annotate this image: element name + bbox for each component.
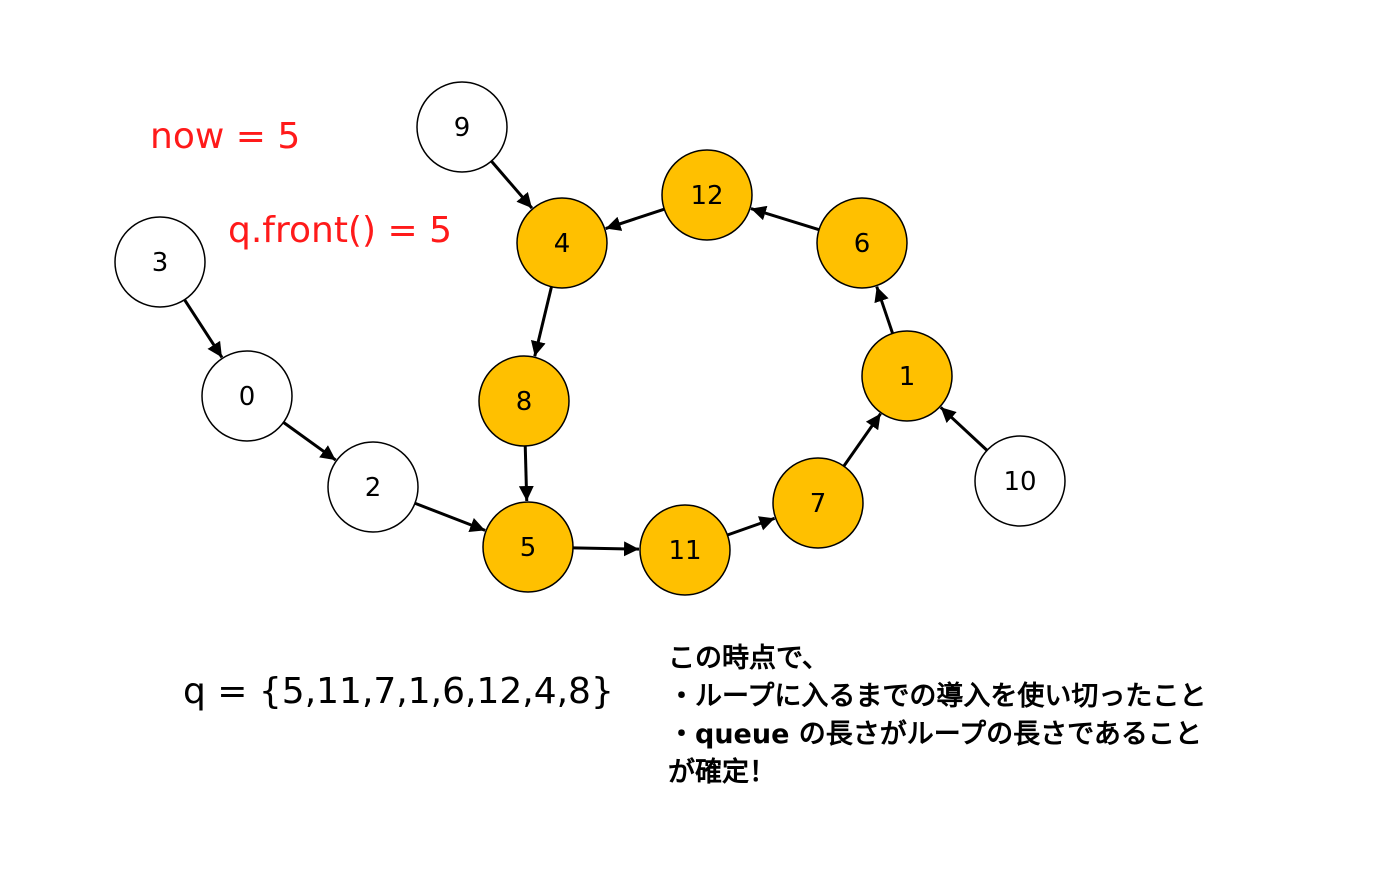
node-label: 4 xyxy=(554,229,571,259)
note-line: ・queue の長さがループの長さであること xyxy=(668,719,1202,750)
node-circle xyxy=(327,441,419,533)
note-line: この時点で、 xyxy=(668,643,829,674)
edge-10-to-1 xyxy=(939,406,989,452)
node-label: 0 xyxy=(239,382,256,412)
node-1: 1 xyxy=(861,330,953,422)
node-0: 0 xyxy=(201,350,293,442)
edge-1-to-6 xyxy=(874,286,894,334)
edge-6-to-12 xyxy=(750,205,820,232)
edges xyxy=(183,160,989,557)
node-circle xyxy=(772,457,864,549)
edge-5-to-11 xyxy=(572,541,640,557)
node-11: 11 xyxy=(639,504,731,596)
nodes: 3 0 2 9 10 5 11 7 1 6 12 4 8 xyxy=(114,81,1066,596)
node-5: 5 xyxy=(482,501,574,593)
node-circle xyxy=(114,216,206,308)
node-circle xyxy=(816,197,908,289)
note-line: ・ループに入るまでの導入を使い切ったこと xyxy=(668,681,1207,712)
edge-0-to-2 xyxy=(282,421,337,462)
node-label: 12 xyxy=(690,181,723,211)
edge-8-to-5 xyxy=(518,445,534,502)
node-circle xyxy=(661,149,753,241)
node-circle xyxy=(516,197,608,289)
node-circle xyxy=(639,504,731,596)
node-label: 3 xyxy=(152,248,169,278)
node-circle xyxy=(416,81,508,173)
node-10: 10 xyxy=(974,435,1066,527)
node-circle xyxy=(482,501,574,593)
node-circle xyxy=(201,350,293,442)
node-label: 2 xyxy=(365,473,382,503)
node-label: 6 xyxy=(854,229,871,259)
edge-9-to-4 xyxy=(490,160,534,210)
node-4: 4 xyxy=(516,197,608,289)
node-label: 8 xyxy=(516,387,533,417)
edge-7-to-1 xyxy=(842,412,882,468)
node-circle xyxy=(861,330,953,422)
queue-front-label: q.front() = 5 xyxy=(228,210,452,251)
node-2: 2 xyxy=(327,441,419,533)
edge-4-to-8 xyxy=(530,286,553,357)
explanation-note: この時点で、 ・ループに入るまでの導入を使い切ったこと ・queue の長さがル… xyxy=(668,640,1206,792)
node-6: 6 xyxy=(816,197,908,289)
node-label: 10 xyxy=(1003,467,1036,497)
node-circle xyxy=(478,355,570,447)
node-3: 3 xyxy=(114,216,206,308)
node-circle xyxy=(974,435,1066,527)
node-label: 9 xyxy=(454,113,471,143)
edge-12-to-4 xyxy=(605,207,665,231)
node-9: 9 xyxy=(416,81,508,173)
edge-3-to-0 xyxy=(183,298,224,359)
edge-11-to-7 xyxy=(726,516,776,537)
node-label: 11 xyxy=(668,536,701,566)
node-label: 1 xyxy=(899,362,916,392)
node-label: 7 xyxy=(810,489,827,519)
now-label: now = 5 xyxy=(150,116,301,157)
note-line: が確定！ xyxy=(668,757,776,788)
node-7: 7 xyxy=(772,457,864,549)
node-12: 12 xyxy=(661,149,753,241)
node-label: 5 xyxy=(520,533,537,563)
queue-contents-label: q = {5,11,7,1,6,12,4,8} xyxy=(183,671,614,712)
edge-2-to-5 xyxy=(414,501,486,532)
node-8: 8 xyxy=(478,355,570,447)
